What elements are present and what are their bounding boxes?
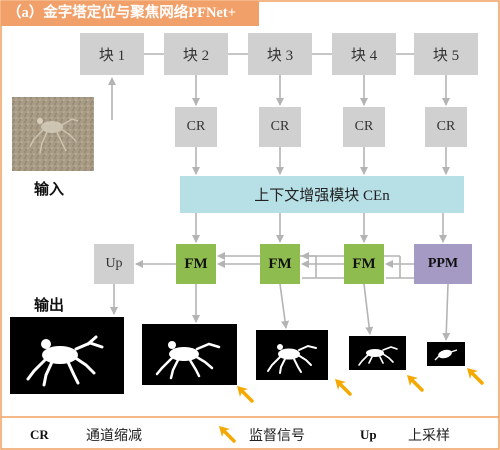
crab-photo (12, 97, 94, 171)
cr-box-3: CR (343, 107, 385, 147)
legend-up-abbr: Up (360, 427, 377, 442)
supervision-arrow-icon (407, 375, 424, 392)
cen-module: 上下文增强模块 CEn (180, 176, 464, 213)
crab-mask-icon (142, 324, 237, 385)
cr-box-4: CR (425, 107, 467, 147)
block-1: 块 1 (80, 33, 144, 75)
supervision-arrow-icon (467, 368, 484, 385)
supervision-arrow-icon (237, 386, 254, 403)
block-5: 块 5 (414, 33, 478, 75)
legend-cr-abbr: CR (30, 427, 49, 442)
supervision-arrow-icon (219, 426, 236, 443)
legend-cr-text: 通道缩减 (86, 428, 142, 444)
input-label: 输入 (34, 180, 65, 198)
fm-box-3: FM (344, 244, 384, 284)
ppm-box: PPM (414, 244, 472, 284)
up-box: Up (94, 244, 134, 284)
crab-mask-icon (427, 342, 465, 366)
crab-mask-icon (256, 330, 328, 380)
block-3: 块 3 (248, 33, 312, 75)
supervision-arrow-icon (335, 379, 352, 396)
block-4: 块 4 (332, 33, 396, 75)
fm-box-2: FM (260, 244, 300, 284)
legend-up-text: 上采样 (408, 428, 450, 444)
crab-mask-icon (349, 336, 406, 370)
cr-box-2: CR (259, 107, 301, 147)
cr-box-1: CR (175, 107, 217, 147)
block-2: 块 2 (164, 33, 228, 75)
figure-title: （a）金字塔定位与聚焦网络PFNet+ (1, 1, 259, 26)
legend-supervision-text: 监督信号 (249, 428, 305, 444)
output-label: 输出 (34, 296, 65, 314)
fm-box-1: FM (176, 244, 216, 284)
crab-mask-icon (10, 317, 124, 394)
